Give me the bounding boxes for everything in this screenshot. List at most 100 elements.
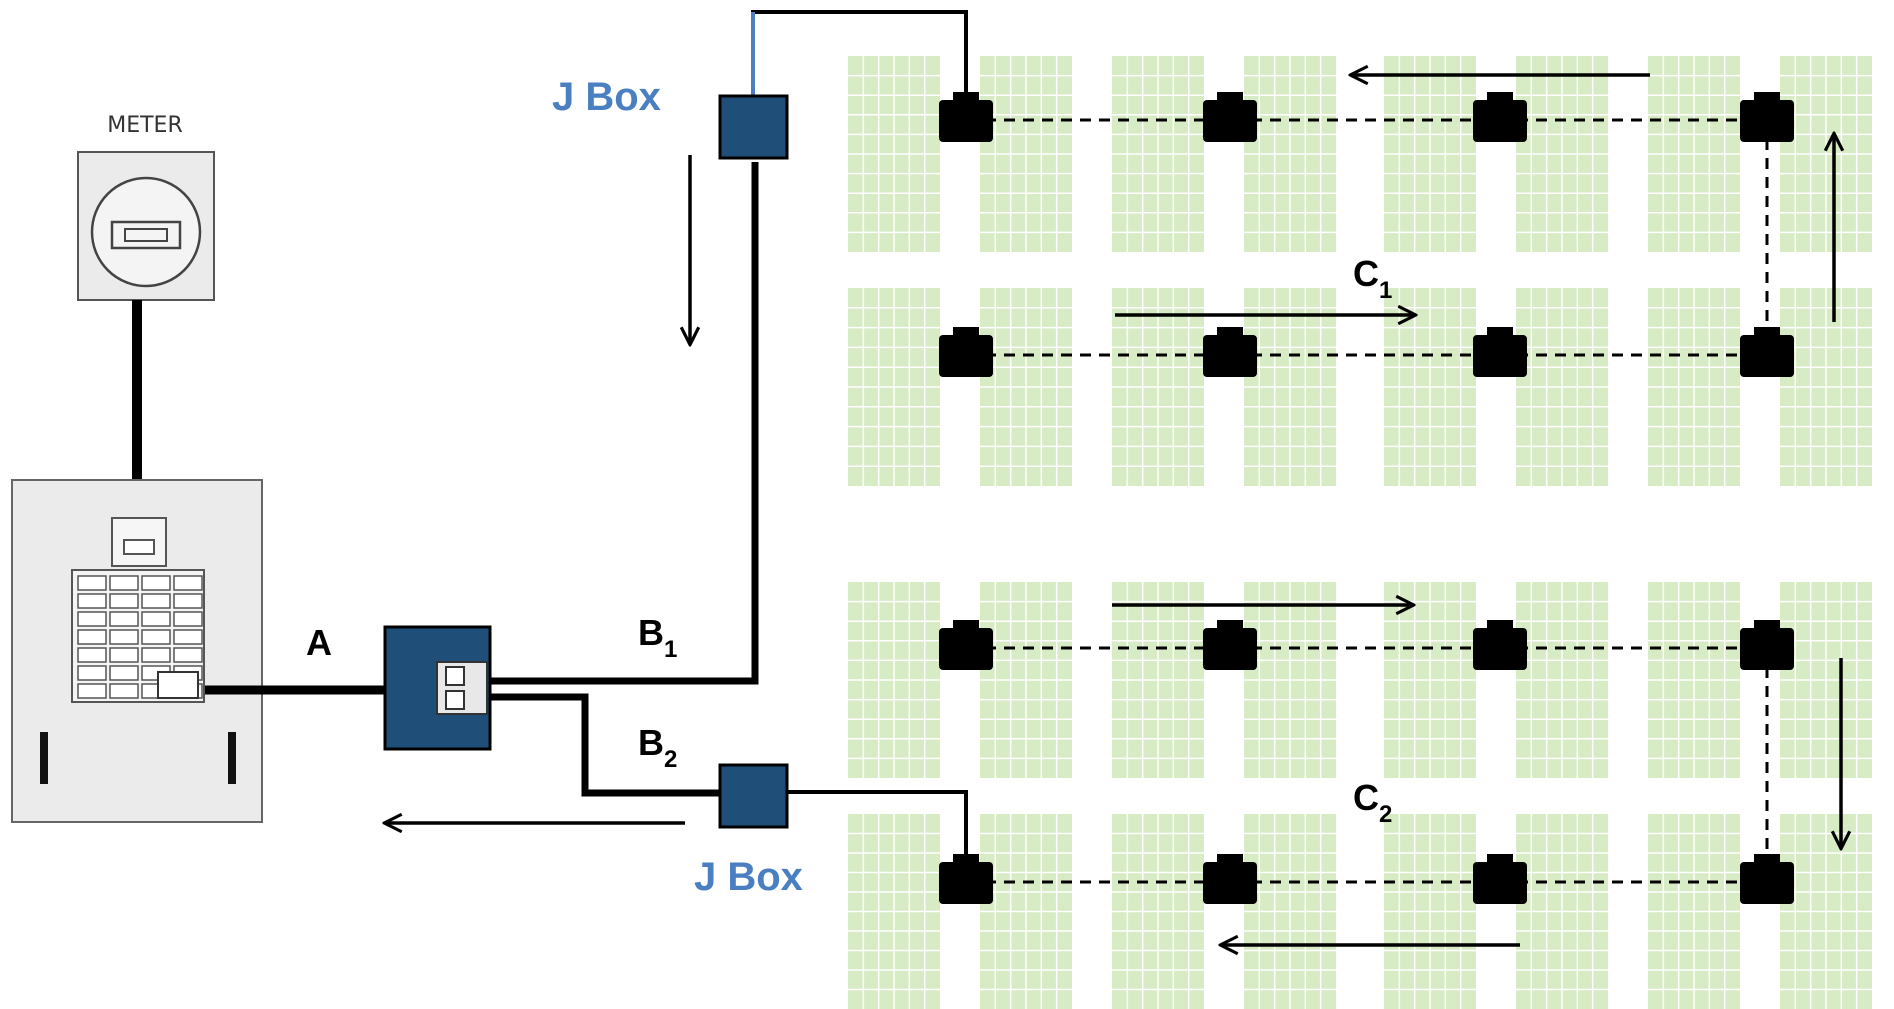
solar-module — [980, 288, 1072, 486]
solar-module — [848, 582, 940, 778]
solar-module — [1648, 288, 1740, 486]
breaker — [77, 593, 107, 609]
solar-module — [1244, 582, 1336, 778]
breaker — [141, 611, 171, 627]
solar-module — [1384, 56, 1476, 252]
solar-module — [1516, 288, 1608, 486]
breaker — [141, 593, 171, 609]
breaker — [173, 575, 203, 591]
solar-module — [1780, 288, 1872, 486]
label-a: A — [306, 622, 332, 663]
main-breaker-switch — [123, 539, 155, 555]
optimizer — [1473, 854, 1527, 904]
solar-module — [1112, 288, 1204, 486]
breaker — [173, 593, 203, 609]
solar-module — [848, 814, 940, 1009]
optimizer — [939, 92, 993, 142]
optimizer — [1473, 92, 1527, 142]
breaker — [109, 629, 139, 645]
breaker — [141, 629, 171, 645]
optimizer — [939, 327, 993, 377]
breaker — [173, 629, 203, 645]
solar-breaker — [157, 671, 199, 699]
breaker — [77, 647, 107, 663]
breaker — [77, 665, 107, 681]
panel-latch-left — [40, 732, 48, 784]
optimizer — [939, 854, 993, 904]
optimizer — [1473, 327, 1527, 377]
breaker — [173, 611, 203, 627]
wire-jbox-bottom-to-array — [788, 790, 968, 864]
panel-array — [848, 56, 1872, 1009]
solar-module — [1516, 56, 1608, 252]
solar-module — [1780, 814, 1872, 1009]
solar-module — [980, 56, 1072, 252]
breaker-bank — [71, 569, 205, 703]
breaker — [109, 611, 139, 627]
optimizer — [1740, 92, 1794, 142]
solar-module — [1516, 814, 1608, 1009]
breaker — [77, 611, 107, 627]
combiner-breaker-1 — [445, 666, 465, 686]
meter-window — [110, 220, 182, 250]
label-c2: C2 — [1353, 777, 1392, 828]
optimizer-group — [939, 92, 1794, 904]
label-b1: B1 — [638, 612, 677, 663]
service-panel — [11, 479, 263, 823]
jbox-bottom — [718, 763, 789, 829]
optimizer — [1203, 620, 1257, 670]
meter-digits — [124, 228, 168, 242]
string-connections — [966, 118, 1770, 884]
optimizer — [1203, 327, 1257, 377]
optimizer — [1740, 620, 1794, 670]
combiner-breaker-2 — [445, 690, 465, 710]
solar-module — [1648, 56, 1740, 252]
solar-module — [1780, 582, 1872, 778]
optimizer — [1473, 620, 1527, 670]
breaker — [141, 575, 171, 591]
optimizer — [939, 620, 993, 670]
breaker — [141, 647, 171, 663]
jbox-bottom-label: J Box — [694, 855, 803, 899]
breaker — [77, 629, 107, 645]
jbox-top-label: J Box — [552, 75, 661, 119]
solar-module — [848, 56, 940, 252]
solar-module — [1780, 56, 1872, 252]
optimizer — [1203, 854, 1257, 904]
meter: METER — [77, 113, 215, 301]
solar-module — [1384, 814, 1476, 1009]
wire-b2 — [490, 693, 720, 797]
solar-module — [848, 288, 940, 486]
label-b2: B2 — [638, 722, 677, 773]
breaker — [109, 647, 139, 663]
breaker — [173, 647, 203, 663]
solar-module — [1648, 582, 1740, 778]
solar-module — [1112, 814, 1204, 1009]
jbox-top — [718, 94, 789, 160]
solar-module — [1384, 582, 1476, 778]
solar-module — [1516, 582, 1608, 778]
breaker — [77, 575, 107, 591]
optimizer — [1740, 327, 1794, 377]
meter-label: METER — [107, 113, 183, 138]
breaker — [109, 575, 139, 591]
breaker — [109, 683, 139, 699]
solar-module — [1112, 582, 1204, 778]
breaker — [77, 683, 107, 699]
solar-module — [1244, 288, 1336, 486]
wire-b1 — [490, 162, 759, 685]
optimizer — [1740, 854, 1794, 904]
solar-module — [1244, 56, 1336, 252]
solar-module — [1112, 56, 1204, 252]
solar-module — [1648, 814, 1740, 1009]
solar-module — [980, 814, 1072, 1009]
breaker — [109, 665, 139, 681]
combiner-box — [383, 625, 492, 751]
label-c1: C1 — [1353, 253, 1392, 304]
current-flow-arrows — [386, 75, 1841, 945]
panel-latch-right — [228, 732, 236, 784]
solar-module — [1384, 288, 1476, 486]
optimizer — [1203, 92, 1257, 142]
wiring — [205, 10, 968, 864]
